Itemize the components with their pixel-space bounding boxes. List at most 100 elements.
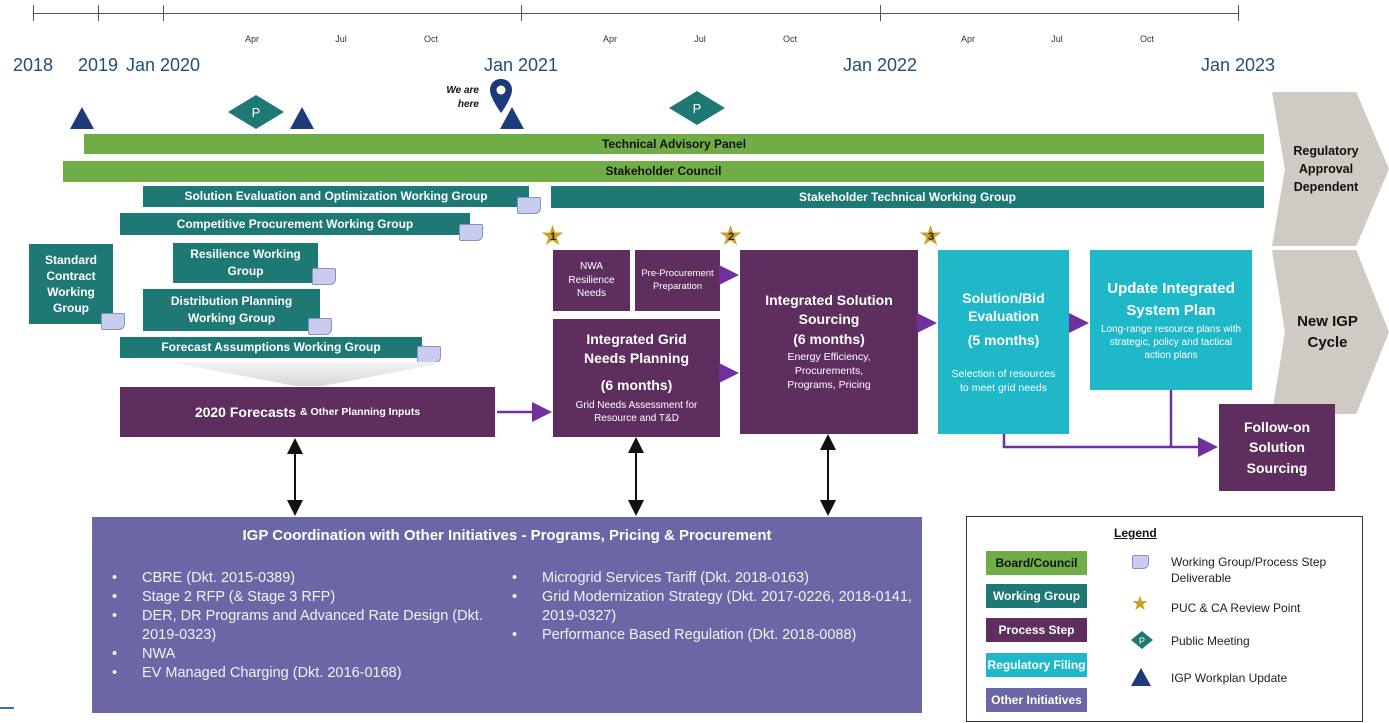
timeline-tick [33,5,34,21]
update-system-plan-box: Update Integrated System Plan Long-range… [1090,250,1252,390]
review-point-star-icon: ★ [718,220,744,251]
initiative-item: Performance Based Regulation (Dkt. 2018-… [492,626,912,645]
legend-regulatory-filing-label: Regulatory Filing [987,658,1086,672]
initiative-item: DER, DR Programs and Advanced Rate Desig… [92,607,502,645]
we-are-here-label: We are here [425,84,479,111]
year-label: Jan 2022 [842,55,918,75]
ignp-title: Integrated Grid Needs Planning [583,331,690,367]
ignp-duration: (6 months) [600,376,673,393]
year-label: 2018 [12,55,54,75]
workplan-update-icon [500,107,524,129]
competitive-procurement-wg-bar: Competitive Procurement Working Group [120,213,470,235]
standard-contract-wg-label: Standard Contract Working Group [44,252,97,316]
month-label: Apr [960,34,976,44]
bid-eval-duration: (5 months) [967,332,1040,349]
bid-eval-description: Selection of resources to meet grid need… [951,368,1056,395]
stakeholder-technical-wg-bar: Stakeholder Technical Working Group [551,186,1264,208]
iss-description: Energy Efficiency, Procurements, Program… [787,351,871,392]
month-label: Oct [423,34,439,44]
resilience-wg-bar: Resilience Working Group [173,243,318,283]
iss-duration: (6 months) [793,331,865,348]
legend-public-meeting-glyph: P [1139,636,1145,646]
forecast-assumptions-wg-bar: Forecast Assumptions Working Group [120,337,422,358]
timeline-axis-line [33,13,1239,14]
nwa-resilience-box: NWA Resilience Needs [553,250,630,311]
year-label: Jan 2023 [1200,55,1276,75]
legend-swatch-other-initiatives: Other Initiatives [986,688,1087,712]
legend-other-initiatives-label: Other Initiatives [991,693,1082,707]
stakeholder-technical-wg-label: Stakeholder Technical Working Group [799,189,1016,204]
month-label: Jul [694,34,706,44]
legend-process-step-label: Process Step [998,623,1075,637]
review-point-number: 3 [928,231,935,243]
review-point-star-icon: ★ [1131,593,1149,615]
timeline-tick [98,5,99,21]
initiative-item: CBRE (Dkt. 2015-0389) [92,569,502,588]
forecasts-box: 2020 Forecasts & Other Planning Inputs [120,387,495,437]
distribution-planning-wg-label: Distribution Planning Working Group [170,294,293,325]
month-label: Oct [782,34,798,44]
timeline-tick [163,5,164,21]
year-label: Jan 2021 [483,55,559,75]
pre-procurement-box: Pre-Procurement Preparation [635,250,720,311]
timeline-tick [880,5,881,21]
month-label: Apr [244,34,260,44]
deliverable-icon [1132,555,1149,569]
month-label: Jul [1051,34,1063,44]
month-label: Oct [1139,34,1155,44]
legend-swatch-regulatory-filing: Regulatory Filing [986,653,1087,677]
legend-workplan-update-label: IGP Workplan Update [1171,671,1288,685]
flow-arrow [1002,434,1218,457]
public-meeting-icon: P [669,91,725,125]
deliverable-icon [312,268,336,285]
coordination-list-right: Microgrid Services Tariff (Dkt. 2018-016… [492,569,912,645]
resilience-wg-label: Resilience Working Group [190,247,301,278]
follow-on-label: Follow-on Solution Sourcing [1243,419,1311,476]
public-meeting-label: P [252,105,261,120]
workplan-update-icon [290,107,314,129]
distribution-planning-wg-bar: Distribution Planning Working Group [143,289,320,331]
public-meeting-icon: P [1131,631,1153,649]
forecasts-subtitle: & Other Planning Inputs [300,405,421,418]
integrated-grid-needs-box: Integrated Grid Needs Planning (6 months… [553,319,720,437]
pre-procurement-label: Pre-Procurement Preparation [641,267,714,292]
initiative-item: EV Managed Charging (Dkt. 2016-0168) [92,664,502,683]
review-point-number: 2 [728,231,735,243]
nwa-resilience-label: NWA Resilience Needs [568,261,615,300]
coordination-title: IGP Coordination with Other Initiatives … [242,527,772,544]
solution-evaluation-wg-label: Solution Evaluation and Optimization Wor… [184,189,488,204]
legend-public-meeting-label: Public Meeting [1171,634,1250,648]
competitive-procurement-wg-label: Competitive Procurement Working Group [176,216,414,231]
iss-title: Integrated Solution Sourcing [765,292,893,328]
standard-contract-wg-bar: Standard Contract Working Group [29,244,113,324]
deliverable-icon [517,197,541,214]
legend: Legend Board/Council Working Group Proce… [966,516,1363,722]
ignp-description: Grid Needs Assessment for Resource and T… [575,399,698,425]
workplan-update-icon [1131,668,1151,686]
bid-eval-title: Solution/Bid Evaluation [962,289,1045,325]
stakeholder-council-bar: Stakeholder Council [63,161,1264,182]
bid-evaluation-box: Solution/Bid Evaluation (5 months) Selec… [938,250,1069,434]
forecasts-title: 2020 Forecasts [194,403,296,420]
update-description: Long-range resource plans with strategic… [1100,324,1242,362]
month-label: Jul [335,34,347,44]
legend-board-label: Board/Council [995,556,1078,570]
review-point-number: 1 [550,231,557,243]
we-are-here-line1: We are [446,85,479,96]
public-meeting-icon: P [228,95,284,129]
technical-advisory-panel-label: Technical Advisory Panel [601,136,747,151]
legend-swatch-process-step: Process Step [986,618,1087,642]
forecast-assumptions-wg-label: Forecast Assumptions Working Group [161,340,381,355]
legend-swatch-board: Board/Council [986,551,1087,575]
workplan-update-icon [70,107,94,129]
month-label: Apr [602,34,618,44]
initiative-item: Microgrid Services Tariff (Dkt. 2018-016… [492,569,912,588]
technical-advisory-panel-bar: Technical Advisory Panel [84,134,1264,154]
legend-deliverable-label: Working Group/Process Step Deliverable [1171,555,1327,585]
integrated-solution-sourcing-box: Integrated Solution Sourcing (6 months) … [740,250,918,434]
initiative-item: Stage 2 RFP (& Stage 3 RFP) [92,588,502,607]
legend-title: Legend [1114,526,1157,540]
solution-evaluation-wg-bar: Solution Evaluation and Optimization Wor… [143,186,529,207]
new-igp-cycle-text: New IGP Cycle [1297,313,1358,351]
